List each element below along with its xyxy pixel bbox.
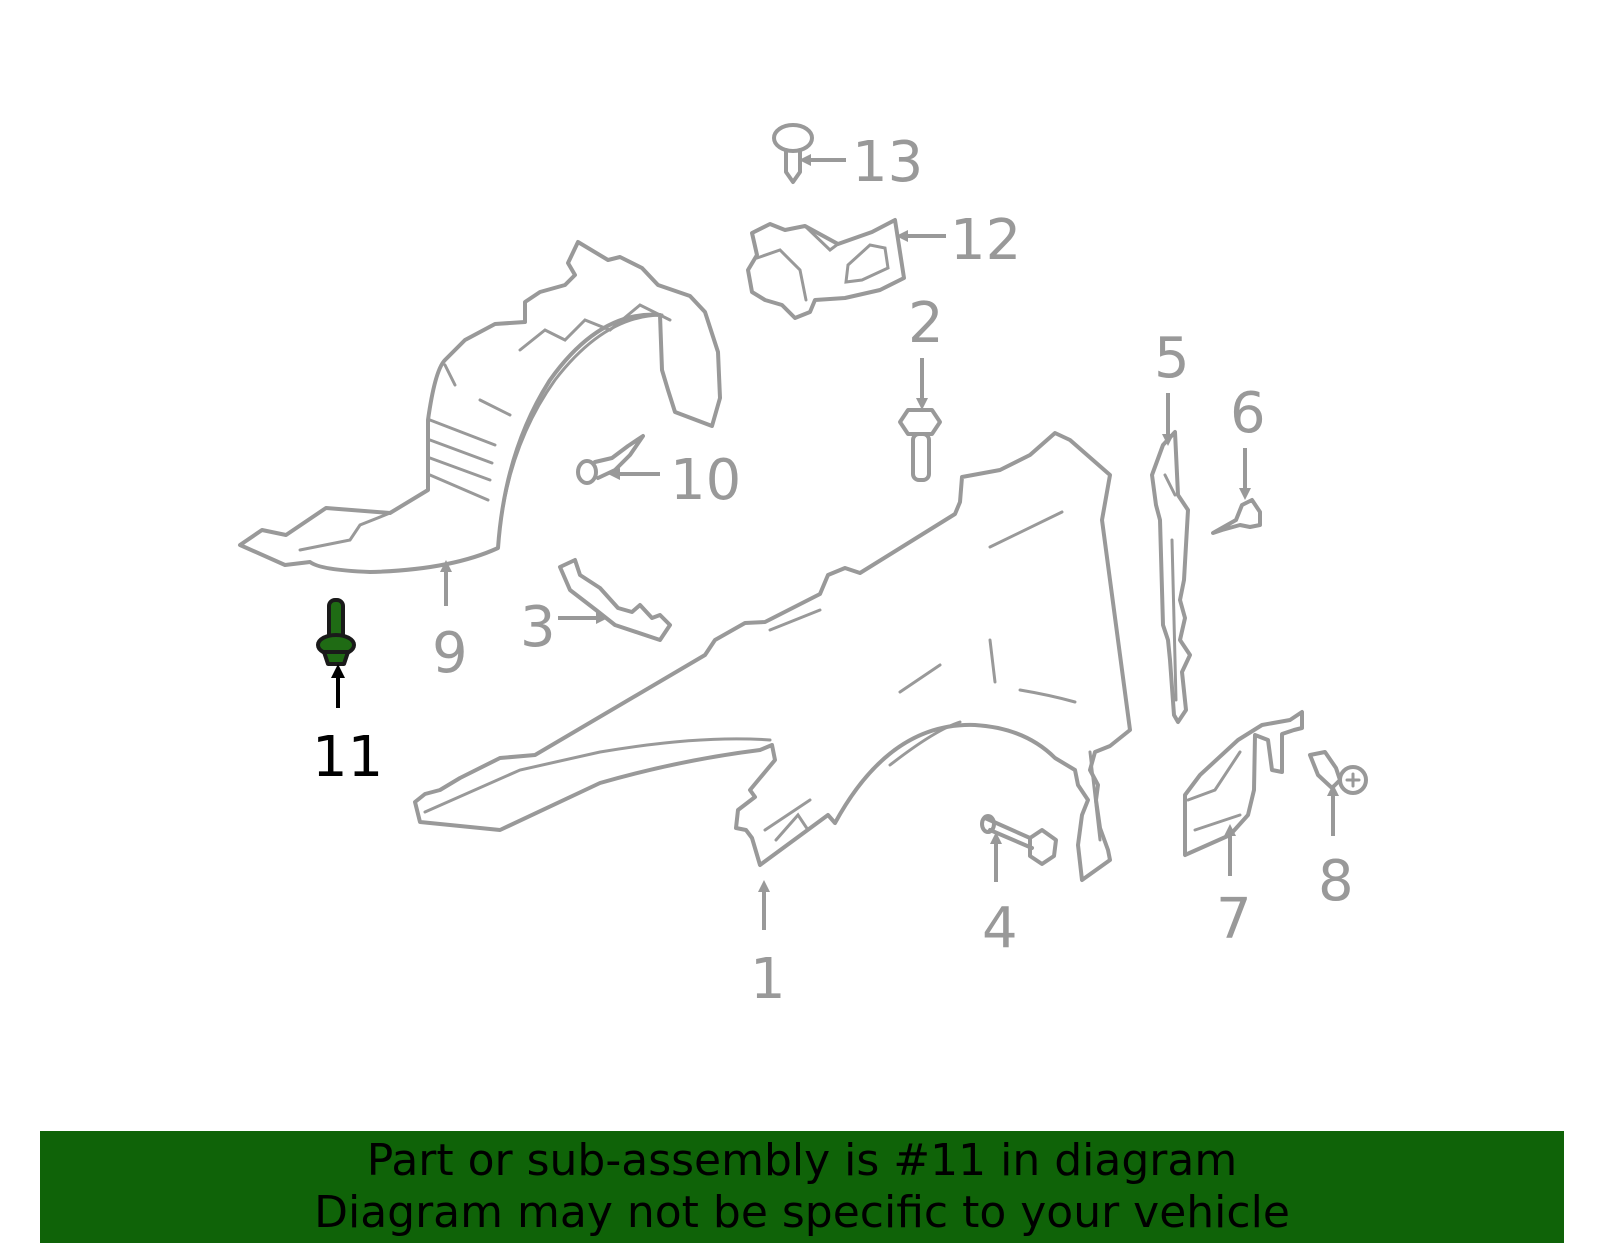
part-12-bracket[interactable] bbox=[746, 218, 906, 320]
callout-3: 3 bbox=[520, 595, 556, 660]
callout-4: 4 bbox=[982, 896, 1018, 961]
arrow-11-head bbox=[331, 664, 345, 678]
part-13-clip[interactable] bbox=[772, 123, 814, 184]
part-4-bolt[interactable] bbox=[980, 814, 1058, 866]
part-6-clip[interactable] bbox=[1211, 498, 1262, 535]
part-2-bolt[interactable] bbox=[898, 408, 942, 482]
banner-line-1: Part or sub-assembly is #11 in diagram bbox=[366, 1135, 1238, 1186]
part-3-bracket[interactable] bbox=[558, 558, 672, 642]
part-11-bolt[interactable] bbox=[316, 598, 356, 666]
callout-13: 13 bbox=[852, 130, 923, 195]
part-7-bracket[interactable] bbox=[1183, 710, 1304, 857]
callout-9: 9 bbox=[432, 621, 468, 686]
callout-7: 7 bbox=[1216, 887, 1252, 952]
callout-1: 1 bbox=[750, 947, 786, 1012]
leader-arrows bbox=[331, 154, 1339, 930]
part-8-screw[interactable] bbox=[1308, 750, 1368, 795]
callout-2: 2 bbox=[908, 291, 944, 356]
callout-labels: 13 12 2 10 5 6 3 9 11 1 4 7 8 bbox=[312, 130, 1354, 1012]
part-5-seal[interactable] bbox=[1150, 430, 1192, 724]
callout-8: 8 bbox=[1318, 849, 1354, 914]
callout-11: 11 bbox=[312, 725, 383, 790]
part-1-fender[interactable] bbox=[413, 431, 1132, 882]
part-9-fender-liner[interactable] bbox=[238, 240, 722, 574]
callout-10: 10 bbox=[670, 448, 741, 513]
callout-5: 5 bbox=[1154, 326, 1190, 391]
callout-6: 6 bbox=[1230, 381, 1266, 446]
info-banner: Part or sub-assembly is #11 in diagram D… bbox=[40, 1131, 1564, 1243]
banner-line-2: Diagram may not be specific to your vehi… bbox=[314, 1187, 1290, 1238]
callout-12: 12 bbox=[950, 208, 1021, 273]
